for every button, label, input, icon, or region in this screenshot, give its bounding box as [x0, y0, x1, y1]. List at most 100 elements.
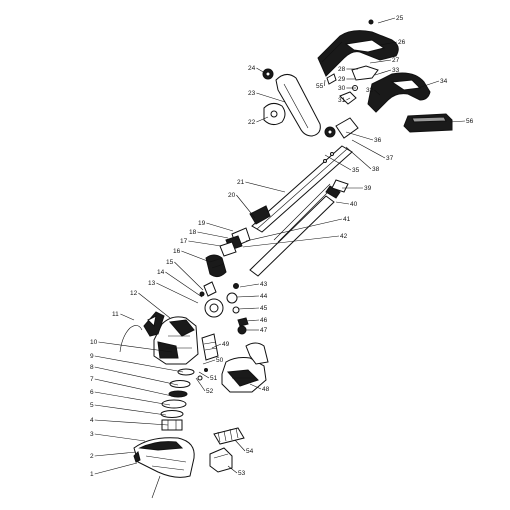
leader-line — [195, 377, 206, 392]
leader-line — [206, 222, 234, 232]
leader-line — [335, 201, 350, 205]
part-number-label: 27 — [392, 57, 400, 64]
leader-line — [236, 194, 256, 219]
part-number-label: 10 — [90, 339, 98, 346]
part-number-label: 3 — [90, 431, 94, 438]
part-number-label: 43 — [260, 281, 268, 288]
part-number-label: 53 — [238, 470, 246, 477]
callout-22: 22 — [248, 116, 269, 126]
callout-41: 41 — [245, 216, 351, 242]
callout-8: 8 — [90, 364, 179, 386]
leader-line — [245, 218, 343, 242]
leader-line — [256, 92, 286, 103]
callout-33: 33 — [374, 67, 400, 76]
part-number-label: 19 — [198, 220, 206, 227]
leader-line — [237, 307, 260, 310]
part-number-label: 41 — [343, 216, 351, 223]
part-number-label: 42 — [340, 233, 348, 240]
top-tube-connector — [324, 19, 374, 139]
leader-line — [379, 41, 398, 46]
part-number-label: 40 — [350, 201, 358, 208]
callout-34: 34 — [417, 78, 448, 89]
part-number-label: 50 — [216, 357, 224, 364]
leader-line — [256, 116, 269, 123]
lower-shaft — [249, 179, 349, 277]
rear-handle-upper — [317, 30, 399, 77]
callout-6: 6 — [90, 389, 171, 406]
callout-11: 11 — [112, 311, 135, 321]
part-number-label: 51 — [210, 375, 218, 382]
leader-line — [197, 231, 229, 239]
callout-31: 31 — [338, 97, 351, 104]
leader-line — [174, 261, 204, 291]
lower-connector — [199, 281, 249, 335]
leader-line — [242, 235, 340, 248]
callout-53: 53 — [227, 465, 246, 477]
part-number-label: 14 — [157, 269, 165, 276]
callout-52: 52 — [195, 377, 214, 395]
motor-housing-right — [221, 342, 269, 393]
spring-cable — [273, 183, 335, 243]
part-number-label: 37 — [386, 155, 394, 162]
callout-18: 18 — [189, 229, 229, 239]
callout-20: 20 — [228, 192, 256, 219]
part-number-label: 8 — [90, 364, 94, 371]
part-number-label: 13 — [148, 280, 156, 287]
part-number-label: 9 — [90, 353, 94, 360]
cable-clip — [119, 325, 143, 353]
part-number-label: 44 — [260, 293, 268, 300]
callout-51: 51 — [198, 371, 218, 382]
part-number-label: 34 — [440, 78, 448, 85]
upper-shaft — [251, 145, 353, 233]
auxiliary-handle — [262, 68, 321, 137]
callout-2: 2 — [90, 451, 137, 460]
leader-line — [165, 271, 203, 298]
callout-12: 12 — [130, 290, 171, 319]
callout-27: 27 — [369, 57, 400, 64]
callout-21: 21 — [237, 179, 286, 193]
part-number-label: 25 — [396, 15, 404, 22]
callout-15: 15 — [166, 259, 204, 291]
part-number-label: 32 — [366, 87, 374, 94]
callout-48: 48 — [249, 383, 270, 393]
part-number-label: 31 — [338, 97, 346, 104]
callout-50: 50 — [202, 357, 224, 365]
callout-54: 54 — [234, 439, 254, 455]
leader-line — [346, 97, 351, 101]
part-number-label: 49 — [222, 341, 230, 348]
rear-handle-lower — [367, 72, 431, 113]
leader-line — [249, 383, 262, 390]
callout-56: 56 — [449, 118, 474, 125]
callout-39: 39 — [342, 185, 372, 192]
part-number-label: 56 — [466, 118, 474, 125]
callout-40: 40 — [335, 201, 358, 208]
leader-line — [120, 313, 135, 321]
cutting-guard — [133, 437, 195, 499]
housing-cover — [143, 311, 165, 337]
motor-housing-left — [153, 316, 199, 365]
part-number-label: 1 — [90, 471, 94, 478]
callout-19: 19 — [198, 220, 234, 232]
part-number-label: 28 — [338, 66, 346, 73]
part-number-label: 36 — [374, 137, 382, 144]
part-number-label: 16 — [173, 248, 181, 255]
leader-line — [181, 250, 211, 263]
motor-unit — [197, 333, 219, 381]
leader-line — [202, 359, 216, 365]
leader-line — [94, 462, 138, 475]
part-number-label: 12 — [130, 290, 138, 297]
callout-7: 7 — [90, 376, 173, 397]
part-number-label: 33 — [392, 67, 400, 74]
leader-line — [345, 146, 372, 170]
leader-line — [94, 404, 167, 416]
callout-4: 4 — [90, 417, 169, 426]
part-number-label: 6 — [90, 389, 94, 396]
part-number-label: 52 — [206, 388, 214, 395]
telescopic-lock — [205, 205, 271, 278]
leader-line — [156, 282, 199, 304]
callout-10: 10 — [90, 339, 173, 353]
callout-1: 1 — [90, 462, 138, 478]
part-number-label: 23 — [248, 90, 256, 97]
leader-line — [94, 433, 146, 442]
